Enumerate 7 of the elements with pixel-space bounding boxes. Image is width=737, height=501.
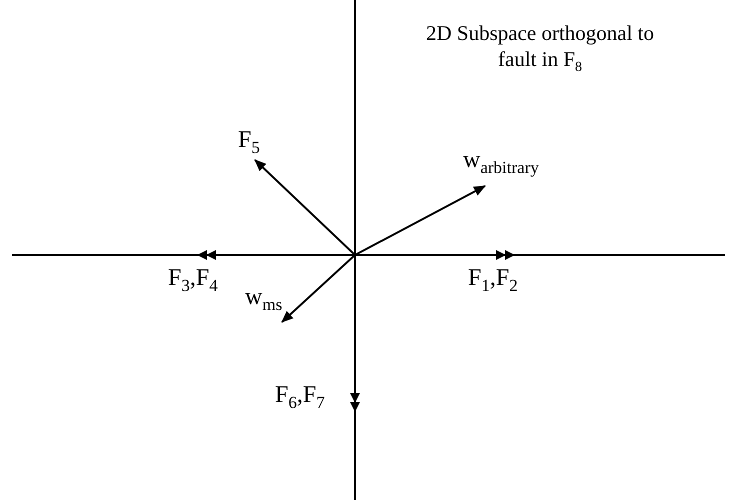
vector-label: w$_{ms}$ xyxy=(245,285,282,313)
vector-label: F$_{6}$,F$_{7}$ xyxy=(275,383,325,411)
diagram-title: 2D Subspace orthogonal to fault in F$_{8}$ xyxy=(424,20,656,77)
vector-label: F$_{1}$,F$_{2}$ xyxy=(468,266,518,294)
vector-label: F$_{3}$,F$_{4}$ xyxy=(168,266,218,294)
vector-label: F$_{5}$ xyxy=(238,128,260,156)
vector-label: w$_{arbitrary}$ xyxy=(463,148,539,176)
